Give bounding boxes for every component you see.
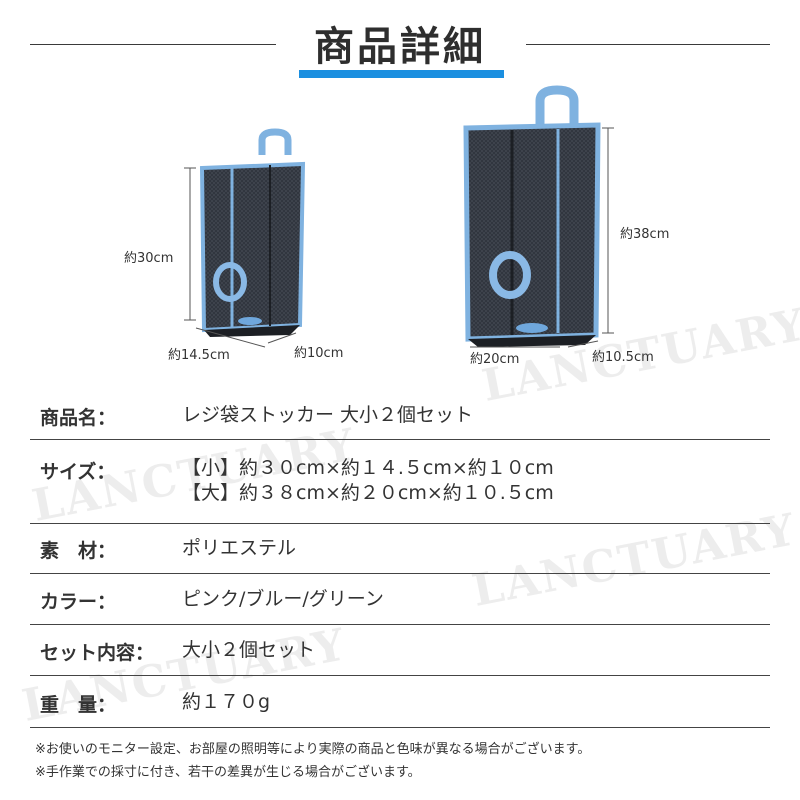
spec-value: 大小２個セット (182, 639, 316, 661)
large-bag-image (463, 85, 601, 347)
large-depth-label: 約10.5cm (592, 350, 654, 365)
spec-row-material: 素 材： ポリエステル (30, 524, 770, 574)
product-illustration-area: 約30cm 約14.5cm 約10cm 約38cm 約20cm 約10.5cm (0, 85, 800, 385)
spec-label: 商品名： (40, 407, 117, 429)
small-bag-dimension-lines (184, 167, 297, 348)
spec-value: ピンク/ブルー/グリーン (182, 588, 384, 610)
title-underline (299, 70, 504, 78)
spec-row-name: 商品名： レジ袋ストッカー 大小２個セット (30, 393, 770, 440)
small-bag-image (199, 128, 306, 337)
spec-value: ポリエステル (182, 537, 297, 559)
large-height-label: 約38cm (620, 227, 670, 242)
spec-row-color: カラー： ピンク/ブルー/グリーン (30, 574, 770, 625)
small-width-label: 約14.5cm (168, 348, 230, 363)
spec-value: 約１７０g (182, 691, 271, 713)
note-color: ※お使いのモニター設定、お部屋の照明等により実際の商品と色味が異なる場合がござい… (35, 742, 591, 757)
note-measurement: ※手作業での採寸に付き、若干の差異が生じる場合がございます。 (35, 765, 421, 780)
spec-label: サイズ： (40, 461, 116, 483)
spec-label: セット内容： (40, 642, 155, 664)
spec-value-small: 【小】約３０cm×約１４.５cm×約１０cm (182, 457, 554, 479)
title-rule-left (30, 44, 276, 45)
spec-label: 素 材： (40, 540, 117, 562)
page-title: 商品詳細 (314, 24, 486, 70)
small-height-label: 約30cm (124, 251, 174, 266)
spec-value: レジ袋ストッカー 大小２個セット (182, 404, 474, 426)
spec-row-weight: 重 量： 約１７０g (30, 676, 770, 728)
spec-value-large: 【大】約３８cm×約２０cm×約１０.５cm (182, 482, 554, 504)
product-illustrations (184, 85, 614, 348)
spec-label: カラー： (40, 591, 117, 613)
notes: ※お使いのモニター設定、お部屋の照明等により実際の商品と色味が異なる場合がござい… (35, 738, 590, 784)
spec-label: 重 量： (40, 694, 117, 716)
large-bag-dimension-lines (470, 127, 614, 348)
spec-row-size: サイズ： 【小】約３０cm×約１４.５cm×約１０cm 【大】約３８cm×約２０… (30, 440, 770, 524)
spec-row-contents: セット内容： 大小２個セット (30, 625, 770, 676)
title-rule-right (526, 44, 770, 45)
large-width-label: 約20cm (470, 352, 520, 367)
small-depth-label: 約10cm (294, 346, 344, 361)
